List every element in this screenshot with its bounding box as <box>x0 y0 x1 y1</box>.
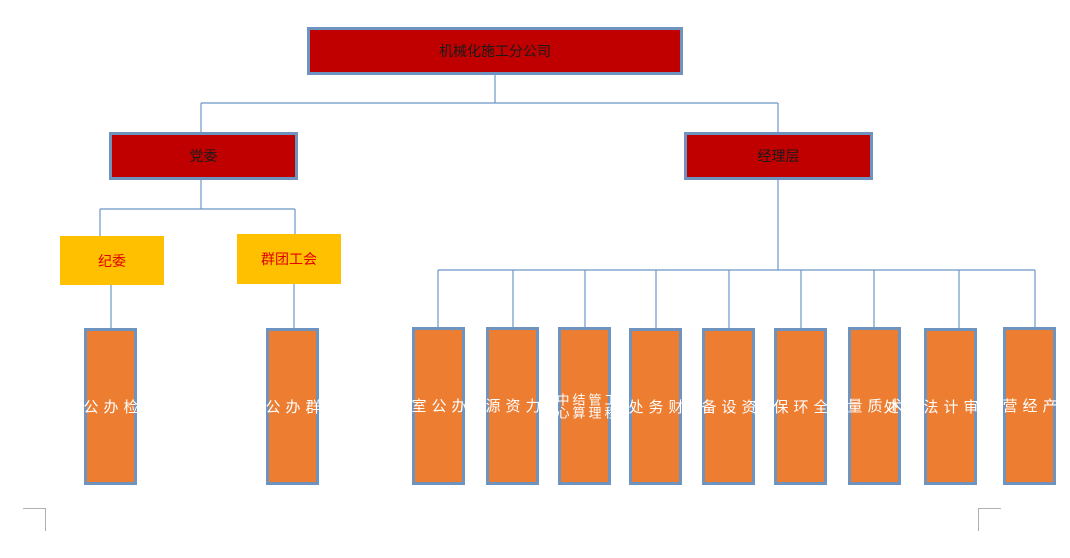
department-node: 财 务 处 <box>627 328 685 485</box>
department-node: 安 全 环 保 处 <box>752 328 850 485</box>
management-label: 经理层 <box>757 149 800 165</box>
department-node: 工程 管理 结算 中心 <box>554 327 617 485</box>
department-node: 物 资 设 备 处 <box>680 328 778 485</box>
union-label: 群团工会 <box>261 252 317 268</box>
party-committee-label: 党委 <box>189 149 218 165</box>
department-label: 生 产 经 营 处 <box>980 398 1070 414</box>
department-node: 技 术 质 量 处 <box>826 327 924 485</box>
party-union-office-node: 党 群 办 公 室 <box>244 328 342 485</box>
discipline-committee-label: 纪委 <box>98 253 126 270</box>
department-label: 人 力 资 源 处 <box>463 398 562 414</box>
discipline-committee-node: 纪委 <box>60 236 164 285</box>
root-node: 机械化施工分公司 <box>307 27 683 75</box>
discipline-office-label: 纪 检 办 公 室 <box>61 398 160 415</box>
union-node: 群团工会 <box>237 234 341 284</box>
department-label: 办 公 室 <box>409 398 468 414</box>
department-node: 内 控 审 计 法 务 处 <box>882 328 1020 485</box>
department-node: 人 力 资 源 处 <box>464 327 562 485</box>
department-label: 技 术 质 量 处 <box>825 398 924 414</box>
discipline-office-node: 纪 检 办 公 室 <box>62 328 160 485</box>
page-corner-mark <box>978 508 1001 531</box>
party-union-office-label: 党 群 办 公 室 <box>243 398 342 415</box>
department-label: 财 务 处 <box>626 398 685 415</box>
department-node: 办 公 室 <box>410 327 468 485</box>
department-node: 生 产 经 营 处 <box>981 327 1070 485</box>
department-label: 安 全 环 保 处 <box>751 398 850 415</box>
party-committee-node: 党委 <box>109 132 298 180</box>
root-label: 机械化施工分公司 <box>439 44 551 60</box>
department-label: 物 资 设 备 处 <box>679 398 778 415</box>
department-label: 工程 管理 结算 中心 <box>553 393 617 419</box>
management-node: 经理层 <box>684 132 873 180</box>
page-corner-mark <box>23 508 46 531</box>
